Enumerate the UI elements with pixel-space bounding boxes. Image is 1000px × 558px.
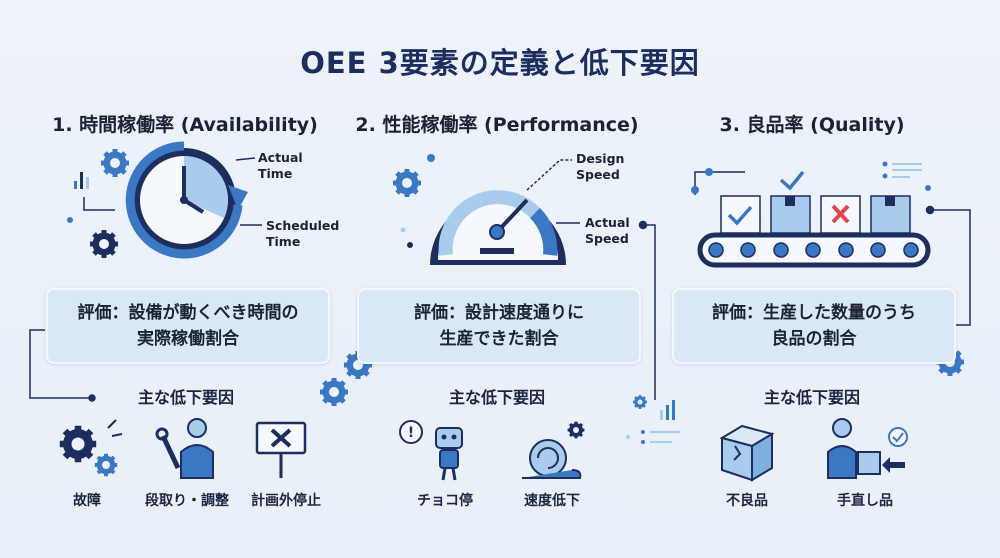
- damaged-box-icon: [719, 424, 775, 482]
- annotation-line: Time: [258, 166, 293, 181]
- performance-eval-box: 評価：設計速度通りに生産できた割合: [357, 288, 641, 364]
- annotation-line: Scheduled: [266, 218, 340, 233]
- annotation-line: Speed: [576, 167, 620, 182]
- svg-text:!: !: [408, 425, 414, 441]
- speedometer-icon: [393, 154, 580, 265]
- eval-text: 良品の割合: [771, 329, 857, 349]
- stop-sign-icon: [255, 421, 307, 478]
- connector-lines: [29, 205, 971, 402]
- rework-worker-icon: [827, 418, 908, 479]
- snail-icon: [522, 420, 586, 479]
- breakdown-gears-icon: [60, 419, 123, 476]
- quality-factors-title: 主な低下要因: [763, 388, 860, 407]
- clock-icon: [67, 141, 262, 258]
- factor-label: チョコ停: [417, 493, 473, 509]
- conveyor-icon: [691, 161, 931, 268]
- availability-heading: 1. 時間稼働率 (Availability): [52, 114, 318, 136]
- page-title: OEE 3要素の定義と低下要因: [300, 46, 700, 80]
- eval-text: 生産できた割合: [439, 329, 559, 349]
- factor-label: 不良品: [726, 493, 768, 509]
- eval-text: 評価：生産した数量のうち: [712, 303, 916, 323]
- robot-alert-icon: !: [399, 420, 463, 481]
- performance-heading: 2. 性能稼働率 (Performance): [355, 114, 639, 136]
- factor-label: 段取り・調整: [145, 493, 229, 509]
- annotation-line: Time: [266, 234, 301, 249]
- quality-heading: 3. 良品率 (Quality): [719, 114, 905, 136]
- chart-icon: [626, 393, 680, 444]
- annotation-line: Design: [576, 151, 625, 166]
- eval-text: 実際稼働割合: [137, 329, 239, 349]
- factor-label: 計画外停止: [251, 493, 321, 509]
- factor-label: 速度低下: [524, 493, 580, 509]
- availability-eval-box: 評価：設備が動くべき時間の実際稼働割合: [46, 288, 330, 364]
- annotation-line: Actual: [258, 150, 303, 165]
- factor-label: 故障: [73, 493, 101, 509]
- annotation-line: Actual: [585, 215, 630, 230]
- availability-factors-title: 主な低下要因: [137, 388, 234, 407]
- eval-text: 評価：設備が動くべき時間の: [77, 303, 299, 323]
- quality-eval-box: 評価：生産した数量のうち良品の割合: [672, 288, 956, 364]
- annotation-line: Speed: [585, 231, 629, 246]
- worker-wrench-icon: [155, 418, 214, 479]
- eval-text: 評価：設計速度通りに: [414, 303, 584, 323]
- factor-label: 手直し品: [837, 493, 893, 509]
- performance-factors-title: 主な低下要因: [448, 388, 545, 407]
